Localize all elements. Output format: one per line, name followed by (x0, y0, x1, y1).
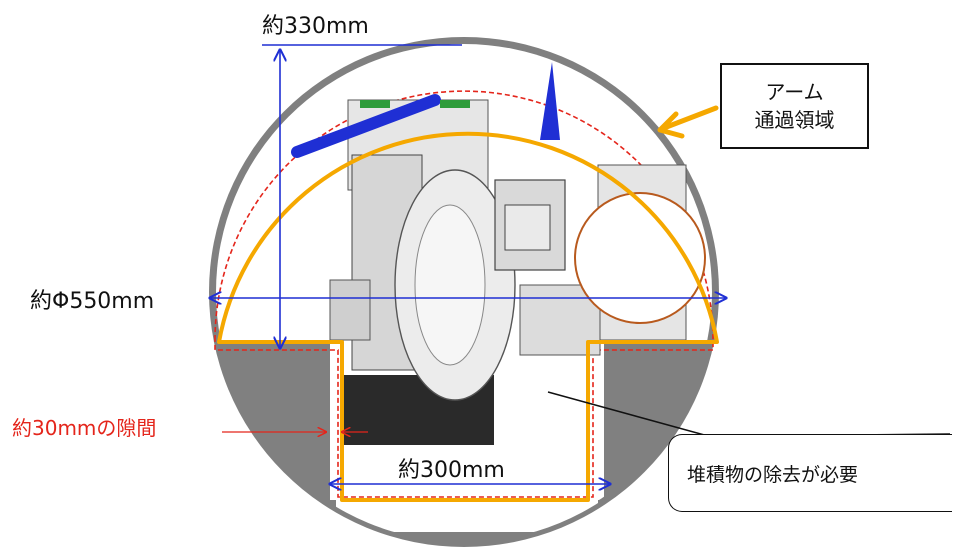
gap-label: 約30mmの隙間 (12, 416, 157, 440)
arm-blue-diagonal (291, 94, 441, 158)
machine-illustration (291, 62, 706, 445)
motor-body (329, 279, 371, 341)
diameter-label: 約Φ550mm (30, 289, 155, 314)
arm-callout-arrowhead (657, 111, 685, 139)
arm-blue-vertical (540, 62, 560, 140)
arm-passage-outline (217, 131, 719, 502)
drum-inner (414, 204, 486, 366)
slot-width-label: 約300mm (398, 458, 505, 483)
green-part (360, 100, 390, 108)
height-label: 約330mm (262, 14, 369, 39)
green-part-2 (440, 100, 470, 108)
debris-callout: 堆積物の除去が必要 (668, 434, 952, 512)
arm-passage-callout: アーム 通過領域 (720, 63, 869, 149)
arm-callout-line1: アーム (765, 80, 824, 104)
gear-box-face (504, 204, 551, 251)
arm-callout-line2: 通過領域 (754, 108, 835, 132)
arm-callout-arrow (661, 105, 719, 131)
pipe-roller (574, 192, 706, 324)
debris-callout-text: 堆積物の除去が必要 (687, 463, 859, 486)
